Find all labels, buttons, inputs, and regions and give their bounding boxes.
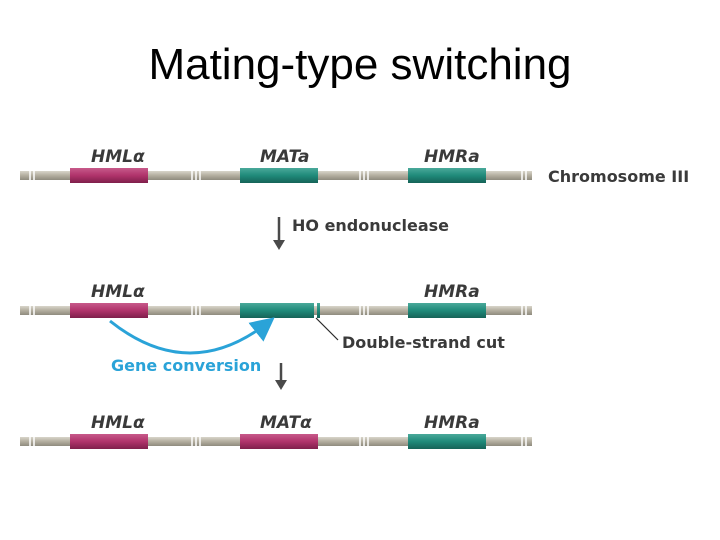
gene-conversion-label: Gene conversion (111, 356, 261, 375)
locus-hml-box (70, 303, 148, 318)
locus-hml-label: HMLα (91, 147, 145, 167)
locus-hmr-box (408, 434, 486, 449)
locus-hmr-label: HMRa (424, 282, 480, 302)
locus-hml-label: HMLα (91, 413, 145, 433)
chromosome-row-1: HMLα MATa HMRa Chromosome III (20, 147, 689, 186)
locus-hmr-label: HMRa (424, 413, 480, 433)
ho-endonuclease-label: HO endonuclease (292, 216, 449, 235)
cut-pointer-line (315, 317, 339, 341)
locus-mat-box (240, 434, 318, 449)
locus-hmr-box (408, 303, 486, 318)
slide-title: Mating-type switching (148, 40, 572, 89)
chromosome-gap-marks (29, 306, 527, 315)
locus-hmr-label: HMRa (424, 147, 480, 167)
chromosome-label: Chromosome III (548, 167, 689, 186)
step-arrow-1 (273, 217, 285, 250)
double-strand-cut-label: Double-strand cut (342, 333, 505, 352)
locus-mat-label: MATa (260, 147, 310, 167)
locus-hml-label: HMLα (91, 282, 145, 302)
locus-mat-box-cut-left (240, 303, 314, 318)
locus-hml-box (70, 168, 148, 183)
locus-hmr-box (408, 168, 486, 183)
step-arrow-2 (275, 363, 287, 390)
chromosome-gap-marks (29, 171, 527, 180)
locus-mat-box (240, 168, 318, 183)
chromosome-row-2: HMLα HMRa (20, 282, 532, 318)
locus-hml-box (70, 434, 148, 449)
locus-mat-label: MATα (260, 413, 312, 433)
gene-conversion-arrow (109, 317, 275, 355)
chromosome-row-3: HMLα MATα HMRa (20, 413, 532, 449)
chromosome-gap-marks (29, 437, 527, 446)
locus-mat-box-cut-right (317, 303, 320, 318)
